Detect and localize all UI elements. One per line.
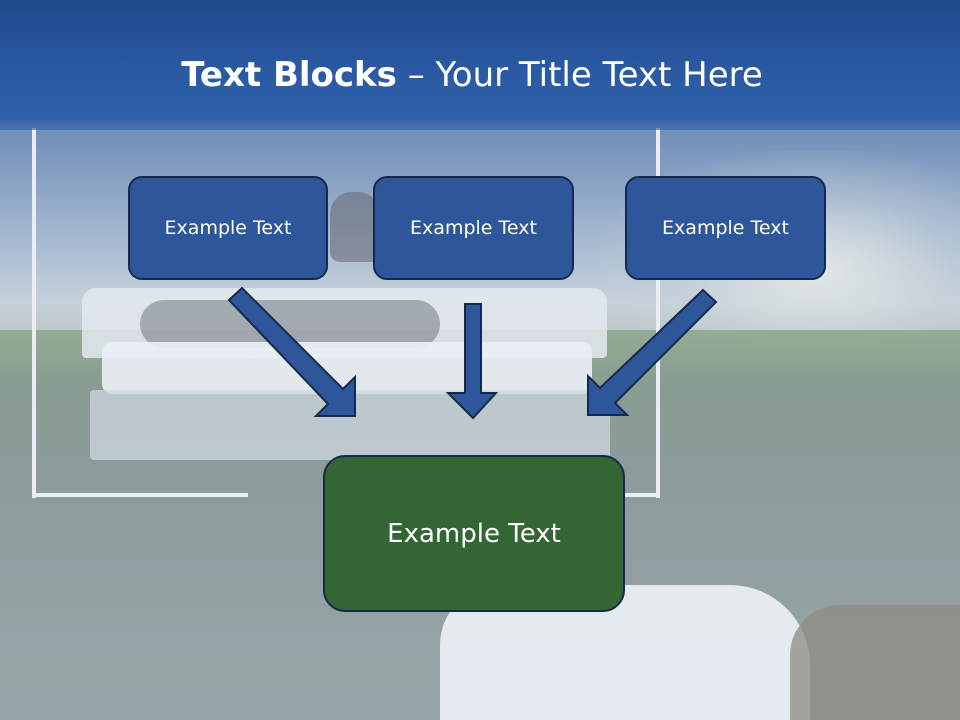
title-bar: Text Blocks – Your Title Text Here <box>0 0 960 130</box>
text-block-result[interactable]: Example Text <box>323 455 625 612</box>
text-block-2[interactable]: Example Text <box>373 176 574 280</box>
lying-person-pants <box>790 605 960 720</box>
frame-line-bottom-left <box>32 493 248 497</box>
text-block-3-label: Example Text <box>662 217 789 239</box>
text-block-3[interactable]: Example Text <box>625 176 826 280</box>
seated-figure <box>330 192 380 262</box>
title-separator: – <box>396 55 436 95</box>
arrow-left <box>227 286 356 417</box>
frame-line-right <box>656 128 660 498</box>
arrow-center <box>445 303 499 420</box>
title-rest: Your Title Text Here <box>435 55 763 95</box>
slide-title: Text Blocks – Your Title Text Here <box>0 52 944 98</box>
text-block-result-label: Example Text <box>387 518 561 549</box>
text-block-1[interactable]: Example Text <box>128 176 328 280</box>
text-block-1-label: Example Text <box>164 217 292 239</box>
frame-line-bottom-right <box>600 493 660 497</box>
frame-line-left <box>32 128 36 498</box>
arrow-right <box>587 288 718 416</box>
title-bold: Text Blocks <box>181 55 397 95</box>
text-block-2-label: Example Text <box>410 217 537 239</box>
